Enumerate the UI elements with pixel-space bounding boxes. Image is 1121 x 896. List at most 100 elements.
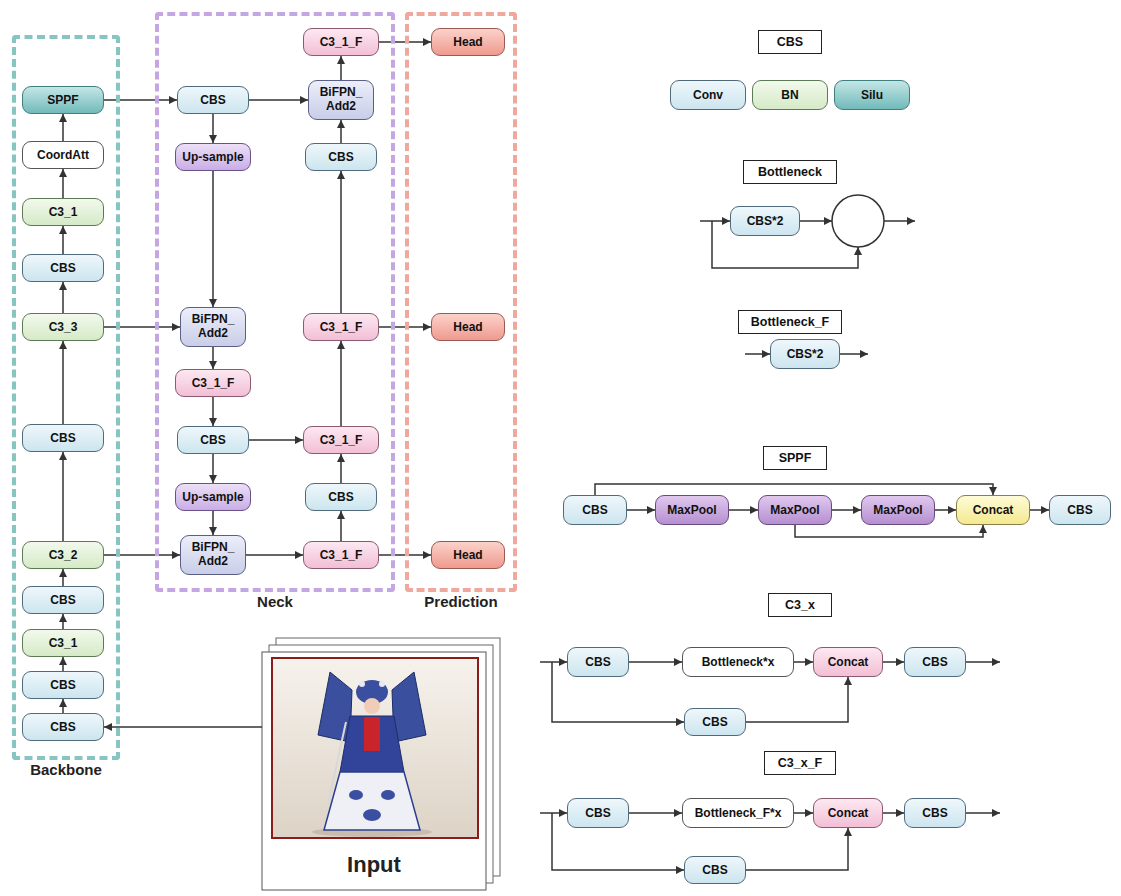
block-label: CBS — [585, 806, 610, 820]
output-wire — [966, 661, 1000, 663]
block-label: BiFPN_ Add2 — [185, 313, 241, 341]
block-label: MaxPool — [873, 503, 922, 517]
block-label: BiFPN_ Add2 — [185, 541, 241, 569]
maxpool-block: MaxPool — [861, 495, 935, 525]
cbs-block: CBS — [305, 483, 377, 511]
block-label: Head — [453, 320, 482, 334]
skirt-pattern — [363, 809, 381, 821]
opera-robe — [340, 716, 404, 772]
region-frame: PredictionHeadHeadHead — [405, 12, 517, 592]
block-label: CBS — [50, 261, 75, 275]
flow-arrow — [795, 525, 983, 537]
c3f-block: Concat — [813, 647, 883, 677]
headdress-pom — [379, 681, 385, 687]
flow-arrow — [62, 657, 64, 671]
flow-arrow — [746, 677, 848, 722]
flow-arrow — [104, 99, 177, 101]
concat-block: Concat — [956, 495, 1030, 525]
headdress-pom — [359, 681, 365, 687]
cbs-block: CBS — [904, 647, 966, 677]
bifpn-block: BiFPN_ Add2 — [180, 535, 246, 575]
block-label: CBS — [50, 431, 75, 445]
flow-arrow — [935, 509, 956, 511]
flow-arrow — [212, 171, 214, 307]
section-title: CBS — [758, 30, 822, 54]
flow-arrow — [883, 812, 904, 814]
cbs-block: CBS*2 — [770, 339, 840, 369]
block-label: CBS — [1067, 503, 1092, 517]
block-label: Bottleneck_F*x — [695, 806, 782, 820]
block-label: C3_1_F — [192, 376, 235, 390]
block-label: C3_1_F — [320, 320, 363, 334]
flow-arrow — [212, 347, 214, 369]
cbs-block: CBS — [22, 713, 104, 741]
flow-arrow — [340, 511, 342, 541]
opera-face — [364, 698, 380, 714]
flow-arrow — [627, 509, 655, 511]
input-wire — [540, 812, 567, 814]
flow-arrow — [104, 726, 262, 728]
section-title: Bottleneck_F — [738, 310, 842, 334]
flow-arrow — [595, 484, 993, 495]
block-label: Bottleneck_F — [751, 315, 830, 329]
input-wire — [700, 220, 730, 222]
flow-arrow — [62, 341, 64, 424]
sppf-block: Silu — [834, 80, 910, 110]
block-label: CBS — [922, 655, 947, 669]
cbs-block: CBS — [563, 495, 627, 525]
block-label: C3_1_F — [320, 433, 363, 447]
block-label: C3_1 — [49, 205, 78, 219]
block-label: C3_x — [785, 598, 815, 612]
cbs-block: CBS — [22, 671, 104, 699]
flow-arrow — [62, 614, 64, 629]
cbs-block: CBS — [684, 856, 746, 884]
flow-arrow — [629, 812, 682, 814]
flow-arrow — [729, 509, 758, 511]
c3f-block: C3_1_F — [303, 313, 379, 341]
flow-arrow — [249, 99, 308, 101]
section-title: SPPF — [763, 446, 827, 470]
flow-arrow — [340, 120, 342, 143]
block-label: CBS*2 — [747, 214, 784, 228]
section-title: C3_x_F — [764, 751, 836, 775]
block-label: Up-sample — [182, 490, 243, 504]
c3f-block: C3_1_F — [175, 369, 251, 397]
flow-arrow — [246, 554, 303, 556]
block-label: Conv — [693, 88, 723, 102]
block-label: Silu — [861, 88, 883, 102]
block-label: Bottleneck — [758, 165, 822, 179]
block-label: CBS — [200, 433, 225, 447]
cbs-block: CBS*2 — [730, 206, 800, 236]
region-frame: NeckC3_1_FCBSBiFPN_ Add2Up-sampleCBSBiFP… — [155, 12, 395, 592]
flow-arrow — [340, 171, 342, 313]
flow-arrow — [340, 56, 342, 80]
add-circle — [832, 195, 884, 247]
maxpool-block: MaxPool — [655, 495, 729, 525]
block-label: SPPF — [779, 451, 812, 465]
block-label: CBS — [50, 720, 75, 734]
block-label: CBS — [702, 715, 727, 729]
c3f-block: C3_1_F — [303, 28, 379, 56]
block-label: CBS — [585, 655, 610, 669]
flow-arrow — [794, 812, 813, 814]
c3-block: C3_2 — [22, 541, 104, 569]
head-block: Head — [431, 28, 505, 56]
opera-panel — [364, 717, 380, 751]
input-image: Input — [262, 652, 486, 890]
flow-arrow — [746, 828, 848, 870]
flow-arrow — [62, 699, 64, 713]
block-label: CBS — [582, 503, 607, 517]
block-label: CBS — [702, 863, 727, 877]
bifpn-block: BiFPN_ Add2 — [180, 307, 246, 347]
block-label: BiFPN_ Add2 — [313, 86, 369, 114]
cbs-block: Conv — [670, 80, 746, 110]
block-label: C3_2 — [49, 548, 78, 562]
block-label: CoordAtt — [37, 148, 89, 162]
flow-arrow — [212, 511, 214, 535]
block-label: CBS — [200, 93, 225, 107]
c3f-block: C3_1_F — [303, 541, 379, 569]
block-label: CBS — [777, 35, 803, 49]
cbs-block: CBS — [177, 426, 249, 454]
plain-block: CoordAtt — [22, 141, 104, 169]
